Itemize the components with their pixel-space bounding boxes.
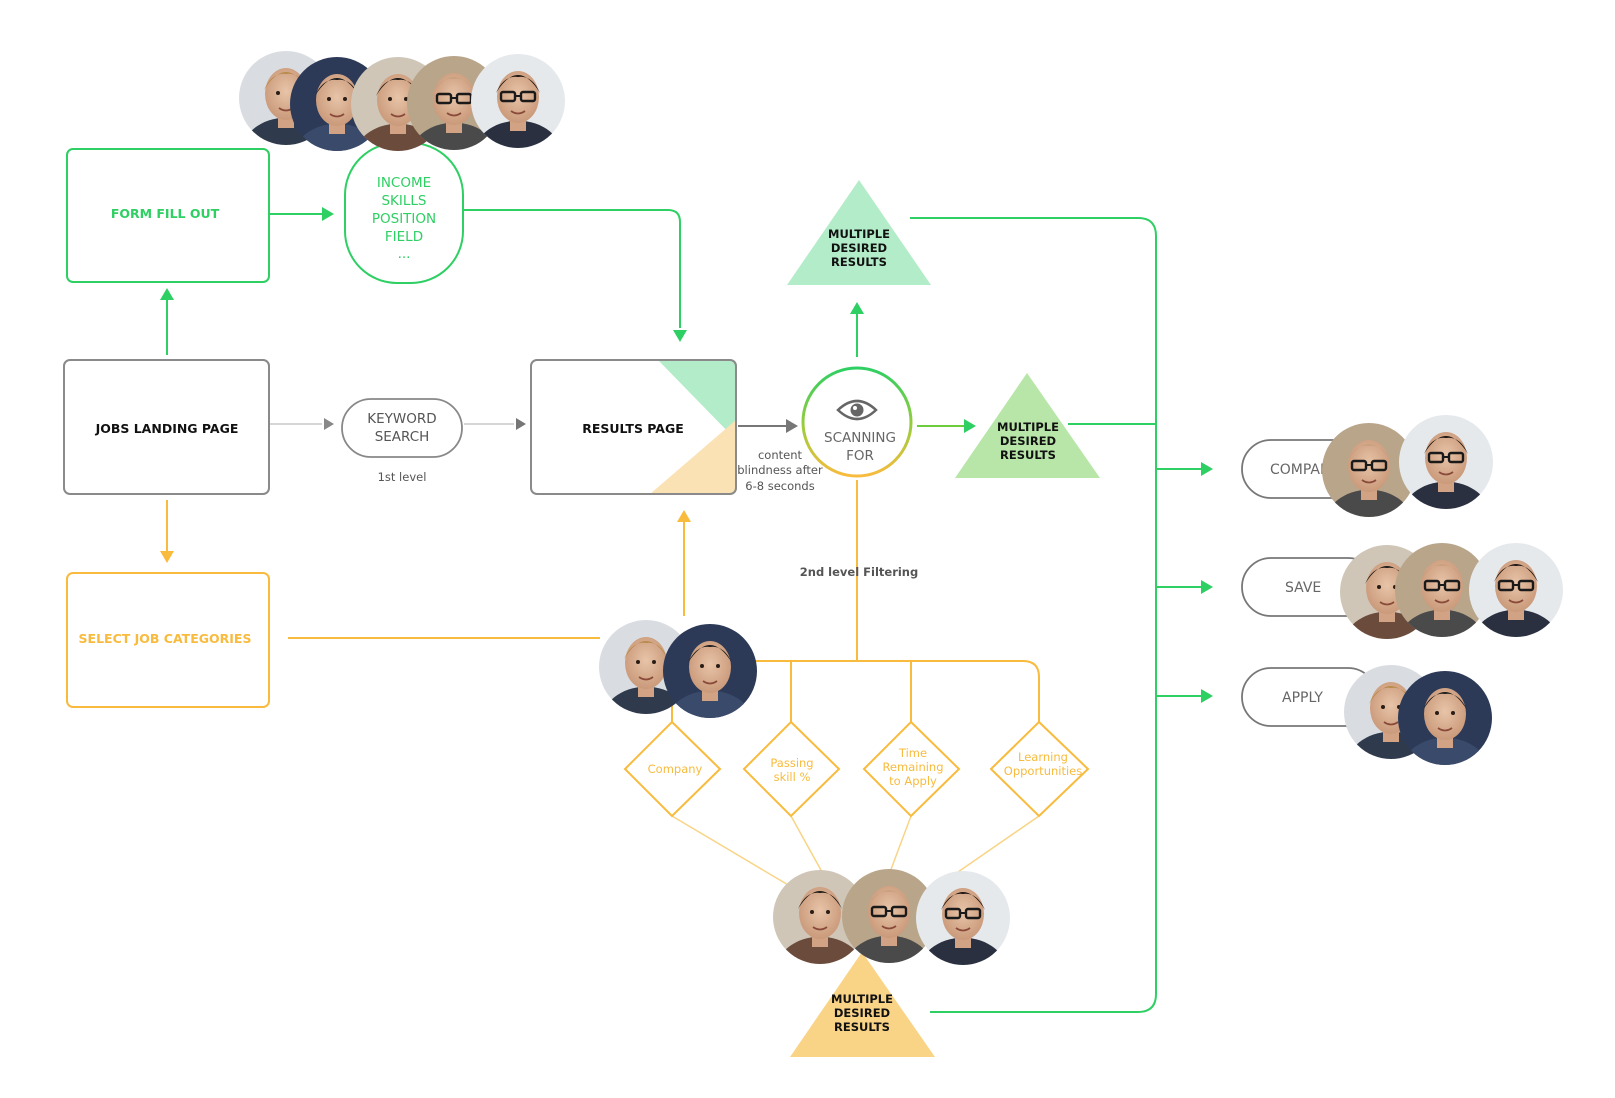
- svg-text:to Apply: to Apply: [889, 774, 937, 788]
- avatar: [842, 869, 936, 963]
- select-job-categories-box[interactable]: SELECT JOB CATEGORIES: [66, 572, 270, 708]
- svg-text:DESIRED: DESIRED: [834, 1006, 890, 1020]
- second-level-label: 2nd level Filtering: [800, 565, 918, 579]
- svg-text:DESIRED: DESIRED: [1000, 434, 1056, 448]
- filter-time-remaining[interactable]: Time Remaining to Apply: [862, 720, 961, 818]
- svg-text:MULTIPLE: MULTIPLE: [997, 420, 1059, 434]
- attribute-field: FIELD: [385, 229, 423, 245]
- svg-text:RESULTS: RESULTS: [834, 1020, 890, 1034]
- form-fill-out-label: FORM FILL OUT: [111, 206, 220, 221]
- jobs-landing-page-box[interactable]: JOBS LANDING PAGE: [63, 359, 270, 495]
- scanning-for-node[interactable]: SCANNING FOR: [801, 366, 913, 478]
- svg-text:skill %: skill %: [774, 770, 811, 784]
- avatar: [916, 871, 1010, 965]
- svg-text:Learning: Learning: [1018, 750, 1068, 764]
- form-fill-out-box[interactable]: FORM FILL OUT: [66, 148, 270, 283]
- desired-results-mid: MULTIPLE DESIRED RESULTS: [955, 373, 1100, 478]
- attribute-position: POSITION: [372, 211, 436, 227]
- filter-learning-opportunities[interactable]: Learning Opportunities: [989, 720, 1090, 818]
- select-job-categories-label: SELECT JOB CATEGORIES: [79, 631, 252, 646]
- results-page-label: RESULTS PAGE: [582, 421, 684, 436]
- svg-text:MULTIPLE: MULTIPLE: [828, 227, 890, 241]
- first-level-label: 1st level: [378, 470, 427, 484]
- svg-text:Opportunities: Opportunities: [1004, 764, 1082, 778]
- avatar: [1395, 543, 1489, 637]
- content-blindness-line-2: blindness after: [737, 463, 823, 477]
- eye-icon: [836, 399, 878, 421]
- scanning-label-1: SCANNING: [824, 430, 896, 446]
- scanning-label-2: FOR: [846, 448, 874, 464]
- avatar: [471, 54, 565, 148]
- attribute-more: ...: [398, 246, 411, 262]
- svg-text:Remaining: Remaining: [882, 760, 943, 774]
- connectors: [160, 207, 1213, 1013]
- attributes-pill[interactable]: INCOME SKILLS POSITION FIELD ...: [344, 142, 464, 284]
- filter-passing-skill[interactable]: Passing skill %: [742, 720, 841, 818]
- desired-results-top: MULTIPLE DESIRED RESULTS: [787, 180, 931, 285]
- jobs-landing-page-label: JOBS LANDING PAGE: [95, 421, 239, 436]
- avatar: [1322, 423, 1416, 517]
- keyword-search-label-1: KEYWORD: [367, 411, 436, 427]
- desired-results-bottom: MULTIPLE DESIRED RESULTS: [790, 952, 935, 1057]
- attribute-skills: SKILLS: [381, 193, 426, 209]
- avatar: [1398, 671, 1492, 765]
- attribute-income: INCOME: [377, 175, 431, 191]
- svg-text:Company: Company: [648, 762, 703, 776]
- svg-text:Time: Time: [898, 746, 927, 760]
- svg-text:APPLY: APPLY: [1282, 690, 1323, 706]
- svg-text:Passing: Passing: [770, 756, 813, 770]
- avatar: [1399, 415, 1493, 509]
- keyword-search-pill[interactable]: KEYWORD SEARCH: [341, 398, 463, 458]
- svg-text:COMPARE: COMPARE: [1270, 462, 1339, 478]
- svg-text:RESULTS: RESULTS: [831, 255, 887, 269]
- filter-company[interactable]: Company: [623, 720, 722, 818]
- avatar: [663, 624, 757, 718]
- avatar-groups: [239, 51, 1563, 965]
- content-blindness-line-1: content: [758, 448, 803, 462]
- content-blindness-line-3: 6-8 seconds: [745, 479, 814, 493]
- svg-text:MULTIPLE: MULTIPLE: [831, 992, 893, 1006]
- keyword-search-label-2: SEARCH: [375, 429, 430, 445]
- svg-text:DESIRED: DESIRED: [831, 241, 887, 255]
- avatar: [1469, 543, 1563, 637]
- svg-text:RESULTS: RESULTS: [1000, 448, 1056, 462]
- svg-text:SAVE: SAVE: [1285, 580, 1321, 596]
- results-page-box[interactable]: RESULTS PAGE: [530, 359, 737, 495]
